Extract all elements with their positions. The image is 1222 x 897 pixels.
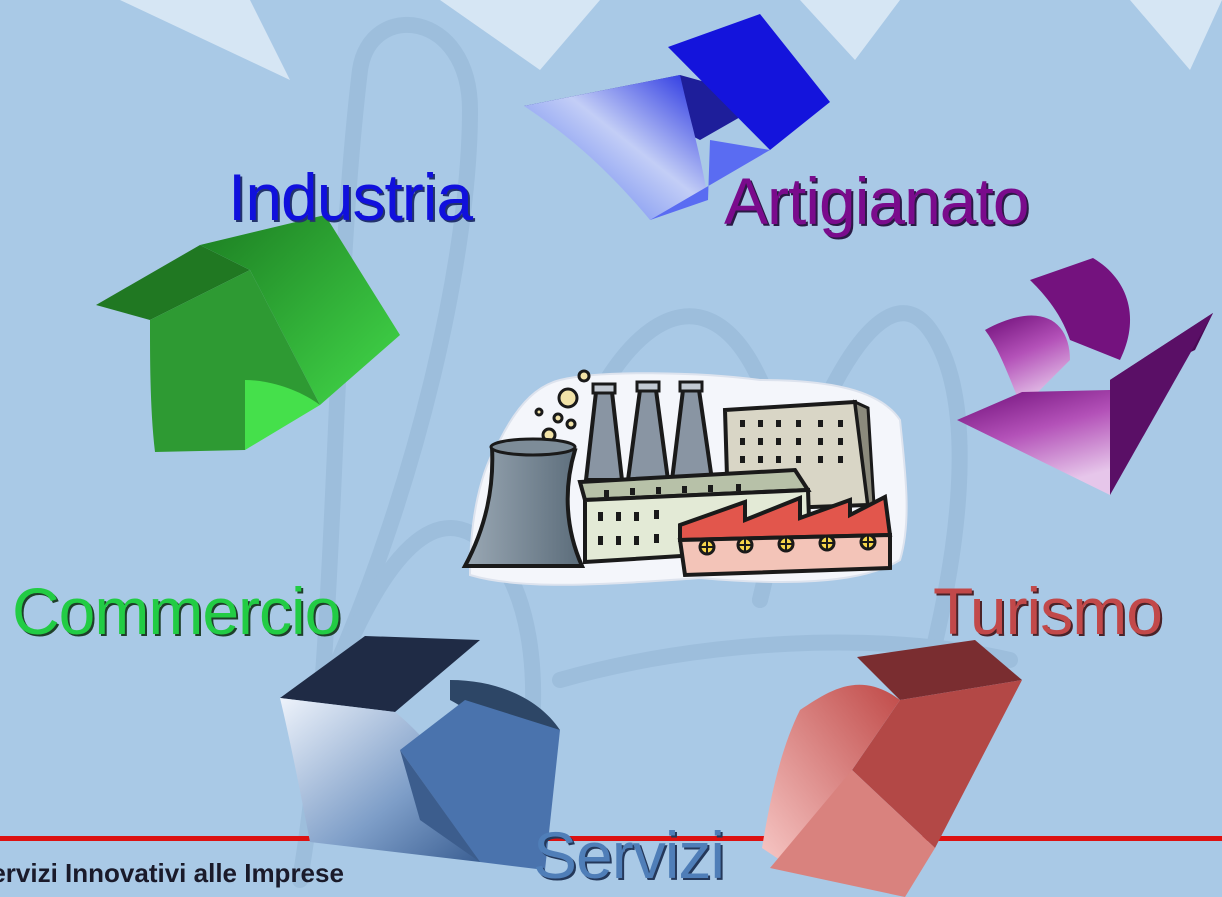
- arrow-industria-to-artigianato: [524, 14, 830, 220]
- label-industria: Industria: [228, 160, 473, 234]
- label-turismo: Turismo: [933, 574, 1163, 648]
- footer-text: Servizi Innovativi alle Imprese: [0, 858, 344, 888]
- arrow-commercio-to-industria: [96, 215, 400, 452]
- footer-line: [0, 836, 1222, 841]
- factory-clipart-icon: [461, 369, 908, 586]
- arrow-artigianato-to-turismo: [957, 258, 1213, 495]
- label-servizi: Servizi: [533, 818, 725, 892]
- arrow-turismo-to-servizi: [762, 640, 1022, 897]
- background-chevrons: [120, 0, 1222, 80]
- arrow-servizi-to-commercio: [280, 636, 560, 870]
- label-artigianato: Artigianato: [724, 164, 1030, 238]
- label-commercio: Commercio: [12, 574, 341, 648]
